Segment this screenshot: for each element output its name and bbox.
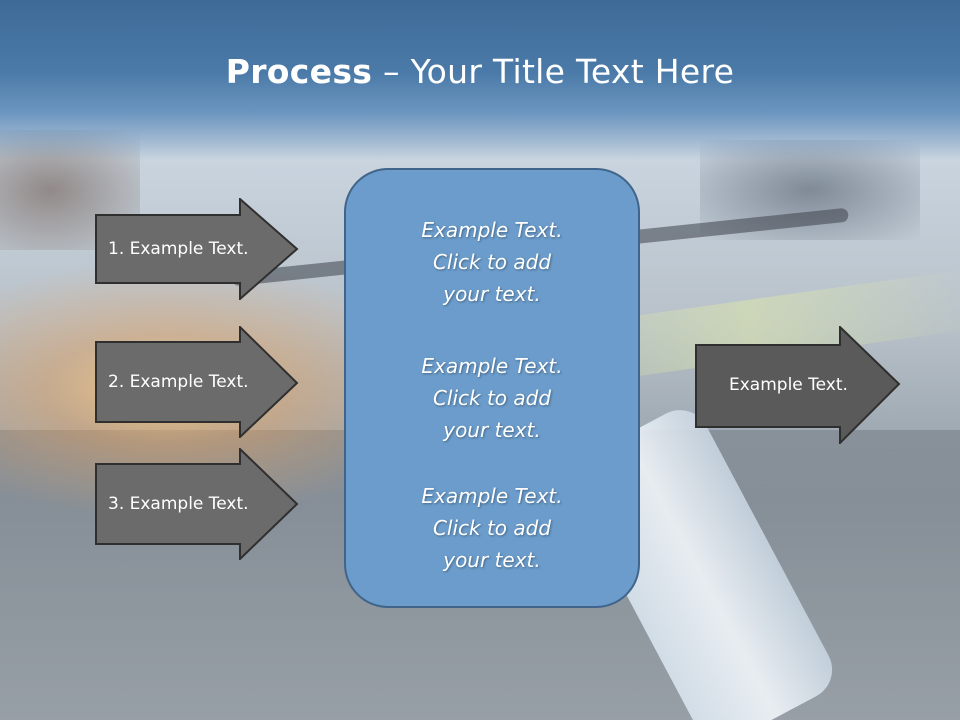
step-arrow-3[interactable]: 3. Example Text.: [95, 448, 299, 560]
title-band: [0, 0, 960, 160]
output-label: Example Text.: [729, 375, 848, 395]
slide-title[interactable]: Process – Your Title Text Here: [0, 52, 960, 91]
step-label: 2. Example Text.: [108, 372, 249, 392]
step-label: 1. Example Text.: [108, 239, 249, 259]
step-arrow-2[interactable]: 2. Example Text.: [95, 326, 299, 438]
step-arrow-1[interactable]: 1. Example Text.: [95, 198, 299, 300]
center-process-box[interactable]: Example Text. Click to add your text. Ex…: [344, 168, 640, 608]
arrow-shape: [695, 326, 901, 444]
title-bold: Process: [225, 52, 373, 91]
center-text-3[interactable]: Example Text. Click to add your text.: [421, 484, 563, 572]
title-rest: – Your Title Text Here: [372, 52, 735, 91]
center-text-2[interactable]: Example Text. Click to add your text.: [421, 354, 563, 442]
center-text-1[interactable]: Example Text. Click to add your text.: [421, 218, 563, 306]
step-label: 3. Example Text.: [108, 494, 249, 514]
arrow-shape: [95, 326, 299, 438]
arrow-shape: [95, 448, 299, 560]
output-arrow[interactable]: Example Text.: [695, 326, 901, 444]
arrow-shape: [95, 198, 299, 300]
